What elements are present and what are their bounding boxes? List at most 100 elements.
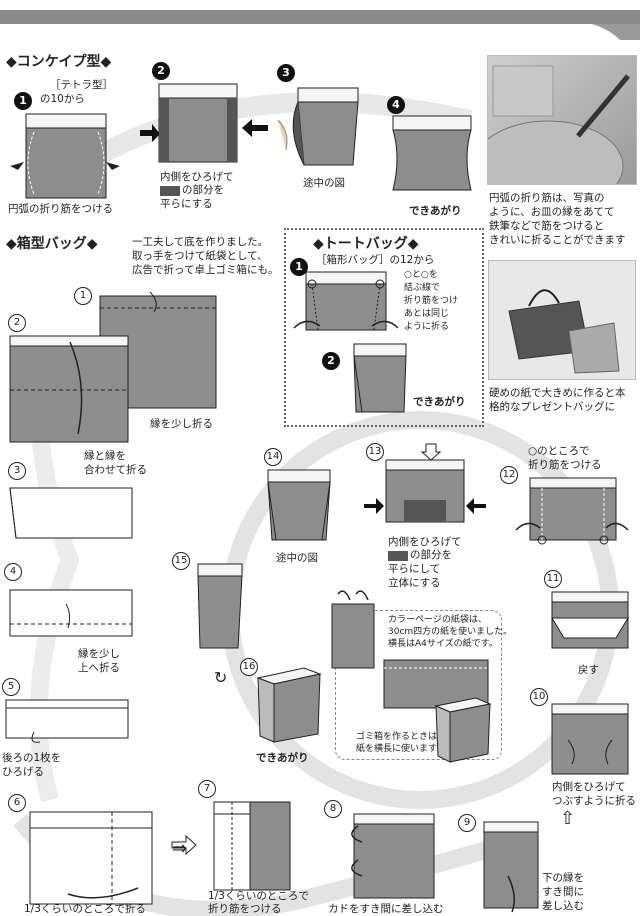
tote-note-5: ように折る — [404, 322, 450, 332]
boxbag-note-14: 途中の図 — [276, 552, 318, 564]
concave-title: ◆コンケイプ型◆ — [6, 54, 112, 70]
concave-note-2-3: 平らにする — [160, 198, 213, 210]
boxbag-note-7-2: 折り筋をつける — [208, 903, 282, 915]
concave-note-1: 円弧の折り筋をつける — [8, 203, 113, 215]
boxbag-note-6: 1/3くらいのところで折る — [24, 903, 146, 915]
tote-step-1: 1 — [290, 258, 308, 276]
photo-gift-bag — [488, 260, 636, 380]
photo-top-caption-3: 鉄筆などで筋をつけると — [489, 220, 605, 232]
header-bar — [0, 10, 640, 40]
boxbag-step-5: 5 — [2, 678, 20, 696]
boxbag-note-9-1: 下の縁を — [542, 872, 584, 884]
boxbag-note-9-3: 差し込む — [542, 900, 584, 912]
concave-ref-2: の10から — [40, 93, 85, 105]
color-note-panel — [335, 610, 502, 760]
boxbag-step-14: 14 — [264, 448, 282, 466]
boxbag-desc-3: 広告で折って卓上ゴミ箱にも。 — [132, 264, 279, 276]
boxbag-note-13-4: 立体にする — [388, 577, 441, 589]
paperbag-illustration — [331, 590, 375, 669]
concave-diagram-4 — [392, 115, 472, 191]
boxbag-step-8: 8 — [324, 800, 342, 818]
boxbag-step-16: 16 — [240, 658, 258, 676]
boxbag-note-13-1: 内側をひろげて — [388, 536, 462, 548]
boxbag-diagram-5 — [5, 699, 129, 743]
boxbag-diagram-8 — [351, 813, 435, 899]
boxbag-note-4-1: 縁を少し — [78, 648, 120, 660]
concave-diagram-3 — [242, 87, 359, 166]
concave-ref-1: ［テトラ型］ — [50, 79, 113, 91]
concave-note-2-2: の部分を — [182, 184, 224, 196]
color-note-3: 横長はA4サイズの紙です。 — [388, 639, 498, 649]
boxbag-step-15: 15 — [172, 552, 190, 570]
concave-step-3: 3 — [277, 64, 295, 82]
tote-diagram-2 — [353, 343, 407, 413]
boxbag-note-5-2: ひろげる — [2, 766, 44, 778]
boxbag-diagram-9 — [483, 821, 539, 913]
boxbag-step-3: 3 — [8, 462, 26, 480]
boxbag-step-1: 1 — [74, 287, 92, 305]
boxbag-note-12-2: 折り筋をつける — [528, 459, 602, 471]
concave-step-2: 2 — [152, 62, 170, 80]
tote-note-2: 結ぶ線で — [404, 283, 441, 293]
arrow-right-icon: ⇒ — [172, 838, 188, 859]
concave-note-2-1: 内側をひろげて — [160, 171, 234, 183]
boxbag-note-13-3: 平らにして — [388, 563, 441, 575]
boxbag-note-8: カドをすき間に差し込む — [328, 903, 444, 915]
boxbag-step-7: 7 — [198, 780, 216, 798]
boxbag-done: できあがり — [256, 752, 309, 764]
boxbag-diagram-7 — [171, 801, 291, 891]
boxbag-note-13-2: の部分を — [410, 549, 452, 561]
boxbag-diagram-14 — [267, 469, 331, 541]
rotate-icon: ↻ — [214, 668, 228, 687]
boxbag-note-2-2: 合わせて折る — [84, 464, 147, 476]
tote-step-2: 2 — [322, 352, 340, 370]
color-note-5: 紙を横長に使います — [356, 744, 438, 754]
boxbag-diagram-12 — [515, 477, 629, 545]
boxbag-diagram-4 — [9, 589, 133, 637]
boxbag-note-5-1: 後ろの1枚を — [2, 752, 62, 764]
color-note-2: 30cm四方の紙を使いました。 — [388, 627, 513, 637]
concave-note-3: 途中の図 — [303, 177, 345, 189]
boxbag-step-13: 13 — [366, 443, 384, 461]
boxbag-step-2: 2 — [8, 314, 26, 332]
photo-plate-scoring — [472, 55, 637, 212]
boxbag-step-4: 4 — [4, 563, 22, 581]
boxbag-note-7-1: 1/3くらいのところで — [208, 890, 309, 902]
trashbin-illustration — [434, 697, 492, 763]
boxbag-diagram-10 — [551, 703, 629, 775]
tote-panel — [284, 228, 484, 427]
boxbag-step-12: 12 — [500, 466, 518, 484]
boxbag-note-12-1: ○のところで — [528, 445, 590, 457]
boxbag-step-10: 10 — [530, 688, 548, 706]
boxbag-step-11: 11 — [544, 570, 562, 588]
boxbag-diagram-6 — [29, 811, 153, 905]
tote-done: できあがり — [413, 396, 466, 408]
boxbag-note-4-2: 上へ折る — [78, 662, 120, 674]
photo-top-caption-4: きれいに折ることができます — [489, 234, 626, 246]
boxbag-diagram-2 — [9, 335, 129, 443]
boxbag-note-1: 縁を少し折る — [150, 418, 213, 430]
arrow-up-icon: ⇧ — [560, 808, 576, 829]
tote-diagram-1 — [293, 271, 399, 331]
boxbag-diagram-15 — [197, 563, 243, 649]
boxbag-note-2-1: 縁と縁を — [84, 450, 126, 462]
concave-swatch — [160, 186, 180, 196]
boxbag-step-6: 6 — [8, 794, 26, 812]
boxbag-diagram-13 — [364, 443, 486, 523]
tote-title: ◆トートバッグ◆ — [313, 236, 419, 252]
concave-step-1: 1 — [14, 92, 32, 110]
photo-mid-caption-2: 格的なプレゼントバッグに — [489, 401, 615, 413]
boxbag-note-10-1: 内側をひろげて — [552, 781, 626, 793]
boxbag-desc-2: 取っ手をつけて紙袋として、 — [132, 250, 268, 262]
photo-top-caption-2: ように、お皿の縁をあてて — [489, 206, 615, 218]
concave-done: できあがり — [409, 205, 462, 217]
boxbag-diagram-3 — [9, 487, 133, 539]
boxbag-note-10-2: つぶすように折る — [552, 795, 636, 807]
boxbag-title: ◆箱型バッグ◆ — [6, 236, 98, 252]
concave-diagram-2 — [140, 83, 238, 163]
tote-note-1: ○と○を — [404, 270, 438, 280]
boxbag-diagram-16 — [256, 667, 322, 743]
photo-top-caption-1: 円弧の折り筋は、写真の — [489, 192, 605, 204]
tote-ref: ［箱形バッグ］の12から — [316, 254, 435, 266]
boxbag-note-9-2: すき間に — [542, 886, 584, 898]
